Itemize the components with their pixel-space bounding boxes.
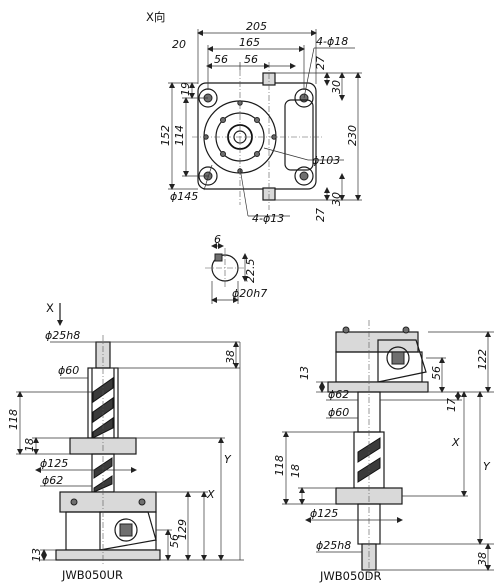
dim-phi145: ϕ145 xyxy=(170,190,198,203)
corner-hole-br-inner xyxy=(299,171,309,181)
worm-housing-side xyxy=(99,511,157,551)
model-jwb050ur: JWB050UR xyxy=(61,568,123,582)
lower-screw-thread xyxy=(93,457,113,493)
dim-165: 165 xyxy=(239,36,260,49)
bolt-hole-1 xyxy=(220,117,226,123)
leader-phi103 xyxy=(263,147,309,161)
worm-housing-top xyxy=(284,99,314,171)
dim-114: 114 xyxy=(173,125,186,146)
dim-phi25h8: ϕ25h8 xyxy=(45,329,80,342)
dim-30b: 30 xyxy=(330,192,343,206)
right-worm-housing xyxy=(377,339,427,383)
dim-56b: 56 xyxy=(244,53,258,66)
bolt-hole-2 xyxy=(254,117,260,123)
dim-205: 205 xyxy=(246,20,267,33)
top-view-base-plate xyxy=(197,82,317,190)
gearbox-body xyxy=(65,511,157,551)
dim-Y: Y xyxy=(224,453,232,466)
shaft-keyway xyxy=(214,253,223,262)
right-dim-phi25h8: ϕ25h8 xyxy=(316,539,351,552)
upper-screw-thread xyxy=(92,377,114,439)
x-direction-label: X xyxy=(46,301,54,315)
dim-20: 20 xyxy=(172,38,186,51)
corner-hole-br xyxy=(294,166,314,186)
top-view: X向 2 xyxy=(146,10,362,225)
right-dim-phi62: ϕ62 xyxy=(328,388,349,401)
dim-phi20h7: ϕ20h7 xyxy=(232,287,267,300)
dim-18: 18 xyxy=(23,438,36,452)
worm-shaft-square xyxy=(119,523,133,537)
dim-13: 13 xyxy=(30,548,43,562)
right-screw-thread xyxy=(357,437,381,483)
bolt-hole-4 xyxy=(254,151,260,157)
dim-118: 118 xyxy=(7,409,20,430)
right-dim-13: 13 xyxy=(298,366,311,380)
dim-129: 129 xyxy=(176,519,189,540)
right-dim-38: 38 xyxy=(476,552,489,566)
leader-4phi13 xyxy=(239,167,249,217)
dim-phi62: ϕ62 xyxy=(42,474,63,487)
dim-X: X xyxy=(206,488,215,501)
dim-19: 19 xyxy=(179,82,192,96)
right-gearbox-bolt-1 xyxy=(342,326,350,334)
right-dim-122: 122 xyxy=(476,349,489,370)
dim-4phi18: 4-ϕ18 xyxy=(316,35,348,48)
dim-56a: 56 xyxy=(214,53,228,66)
base-plate xyxy=(55,549,161,561)
dim-27b: 27 xyxy=(314,208,327,222)
dim-4phi13: 4-ϕ13 xyxy=(252,212,284,225)
dim-56: 56 xyxy=(168,534,181,548)
top-view-title: X向 xyxy=(146,10,165,24)
right-gearbox-top xyxy=(335,331,419,353)
model-jwb050dr: JWB050DR xyxy=(319,569,381,583)
right-dim-18: 18 xyxy=(289,464,302,478)
right-dim-17: 17 xyxy=(445,398,458,412)
right-worm-ring xyxy=(386,346,410,370)
dim-230: 230 xyxy=(346,125,359,146)
dim-phi60: ϕ60 xyxy=(58,364,79,377)
dim-phi103: ϕ103 xyxy=(312,154,340,167)
gearbox-bolt-2 xyxy=(138,498,146,506)
right-gearbox-bolt-2 xyxy=(402,326,410,334)
leader-phi145 xyxy=(203,164,213,191)
shaft-section: 6 22.5 ϕ20h7 xyxy=(205,233,267,304)
dim-27a: 27 xyxy=(314,56,327,70)
right-dim-Y: Y xyxy=(483,460,491,473)
right-dim-phi60: ϕ60 xyxy=(328,406,349,419)
right-view: 13 ϕ62 ϕ60 118 18 ϕ125 ϕ25h8 122 56 17 X… xyxy=(273,320,494,583)
right-dim-phi125: ϕ125 xyxy=(310,507,338,520)
dim-6: 6 xyxy=(214,233,221,246)
dim-30a: 30 xyxy=(330,80,343,94)
gearbox-bolt-1 xyxy=(70,498,78,506)
worm-shaft-ring xyxy=(114,518,138,542)
right-worm-square xyxy=(391,351,405,365)
right-dim-56: 56 xyxy=(430,366,443,380)
dim-phi125: ϕ125 xyxy=(40,457,68,470)
dim-22-5: 22.5 xyxy=(244,259,257,284)
dim-38: 38 xyxy=(224,350,237,364)
dim-152: 152 xyxy=(159,125,172,146)
right-dim-118: 118 xyxy=(273,455,286,476)
left-view: X ϕ25h8 38 ϕ60 118 18 xyxy=(7,301,244,582)
bolt-hole-3 xyxy=(220,151,226,157)
right-dim-X: X xyxy=(451,436,460,449)
